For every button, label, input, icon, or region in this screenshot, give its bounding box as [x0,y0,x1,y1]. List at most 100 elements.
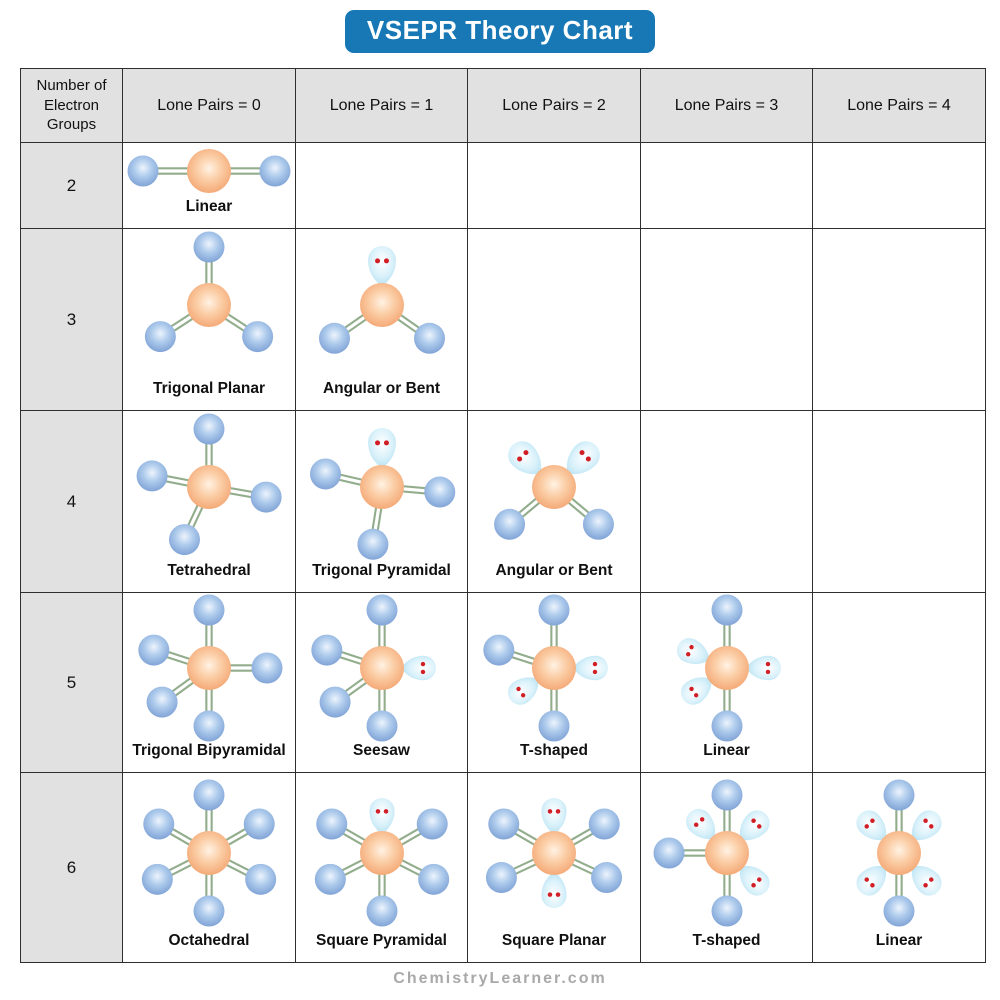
electron-dot [420,669,425,675]
molecule-t-shaped [653,779,769,927]
outer-atom [483,634,515,666]
electron-dot [547,809,553,814]
geometry-label: Square Planar [501,932,607,949]
geometry-cell-linear: Linear [122,142,296,229]
electron-dot [420,661,425,667]
electron-dot [870,883,875,888]
column-header-lone-pairs-0: Lone Pairs = 0 [122,68,296,143]
geometry-cell-content: Angular or Bent [297,230,467,403]
electron-dot [585,456,591,462]
geometry-cell-content: Tetrahedral [124,412,295,585]
geometry-cell-content: Octahedral [124,774,295,955]
outer-atom [653,837,684,869]
outer-atom [711,779,742,811]
electron-dot [765,669,770,675]
outer-atom [138,634,170,666]
molecule-linear [856,779,942,927]
lone-pair [911,810,942,841]
electron-dot [923,883,928,888]
lone-pair [739,865,769,896]
geometry-cell-content: Seesaw [297,594,467,765]
lone-pair [367,428,396,468]
geometry-cell-content: Angular or Bent [469,412,640,585]
electron-dot [592,669,598,675]
electron-groups-count: 2 [20,142,123,229]
lone-pair [400,655,436,681]
central-atom [187,646,231,690]
geometry-label: Angular or Bent [495,562,613,579]
outer-atom [193,594,225,626]
geometry-cell-t-shaped: T-shaped [640,772,813,963]
empty-cell [640,410,813,593]
column-header-lone-pairs-4: Lone Pairs = 4 [812,68,986,143]
lone-pair [508,441,542,475]
outer-atom [494,508,526,540]
outer-atom [193,413,225,445]
geometry-label: Trigonal Bipyramidal [132,742,286,759]
geometry-cell-angular-or-bent: Angular or Bent [295,228,468,411]
molecule-angular-or-bent [494,441,614,540]
outer-atom [318,322,350,354]
outer-atom [310,634,342,666]
outer-atom [243,808,275,840]
column-header-lone-pairs-3: Lone Pairs = 3 [640,68,813,143]
molecule-square-pyramidal [314,798,449,927]
outer-atom [588,808,620,840]
outer-atom [314,863,346,895]
electron-dot [685,652,690,657]
electron-dot [517,456,523,462]
outer-atom [193,895,225,927]
outer-atom [711,594,742,626]
molecule-octahedral [141,779,277,927]
electron-dot [523,450,529,456]
geometry-cell-linear: Linear [640,592,813,773]
lone-pair [367,246,396,286]
outer-atom [141,863,173,895]
lone-pair [541,872,567,908]
electron-dot [693,693,698,698]
outer-atom [356,528,388,560]
lone-pair [680,677,712,705]
central-atom [187,831,231,875]
outer-atom [416,808,448,840]
central-atom [187,465,231,509]
electron-dot [375,809,380,814]
outer-atom [538,710,570,742]
electron-dot [516,686,521,692]
lone-pair [368,798,395,834]
molecule-linear [127,149,291,193]
molecule-trigonal-pyramidal [309,428,455,560]
geometry-cell-content: Trigonal Pyramidal [297,412,467,585]
electron-dot [923,818,928,823]
geometry-cell-trigonal-pyramidal: Trigonal Pyramidal [295,410,468,593]
lone-pair [541,798,567,834]
geometry-label: Angular or Bent [322,380,441,397]
outer-atom [242,321,274,353]
central-atom [704,831,749,875]
empty-cell [640,142,813,229]
outer-atom [488,808,520,840]
electron-dot [699,817,704,822]
geometry-cell-trigonal-bipyramidal: Trigonal Bipyramidal [122,592,296,773]
outer-atom [127,155,159,187]
lone-pair [911,865,942,896]
outer-atom [423,476,455,508]
electron-dot [374,258,380,264]
empty-cell [812,142,986,229]
geometry-cell-trigonal-planar: Trigonal Planar [122,228,296,411]
outer-atom [251,652,283,684]
geometry-cell-content: T-shaped [469,594,640,765]
geometry-cell-square-planar: Square Planar [467,772,641,963]
lone-pair [745,655,781,681]
electron-groups-count: 6 [20,772,123,963]
lone-pair [507,677,539,705]
electron-dot [547,892,553,897]
central-atom [532,646,576,690]
geometry-cell-content: Linear [814,774,985,955]
outer-atom [193,779,225,811]
empty-cell [467,142,641,229]
electron-dot [383,809,388,814]
title-bar: VSEPR Theory Chart [0,0,1000,58]
